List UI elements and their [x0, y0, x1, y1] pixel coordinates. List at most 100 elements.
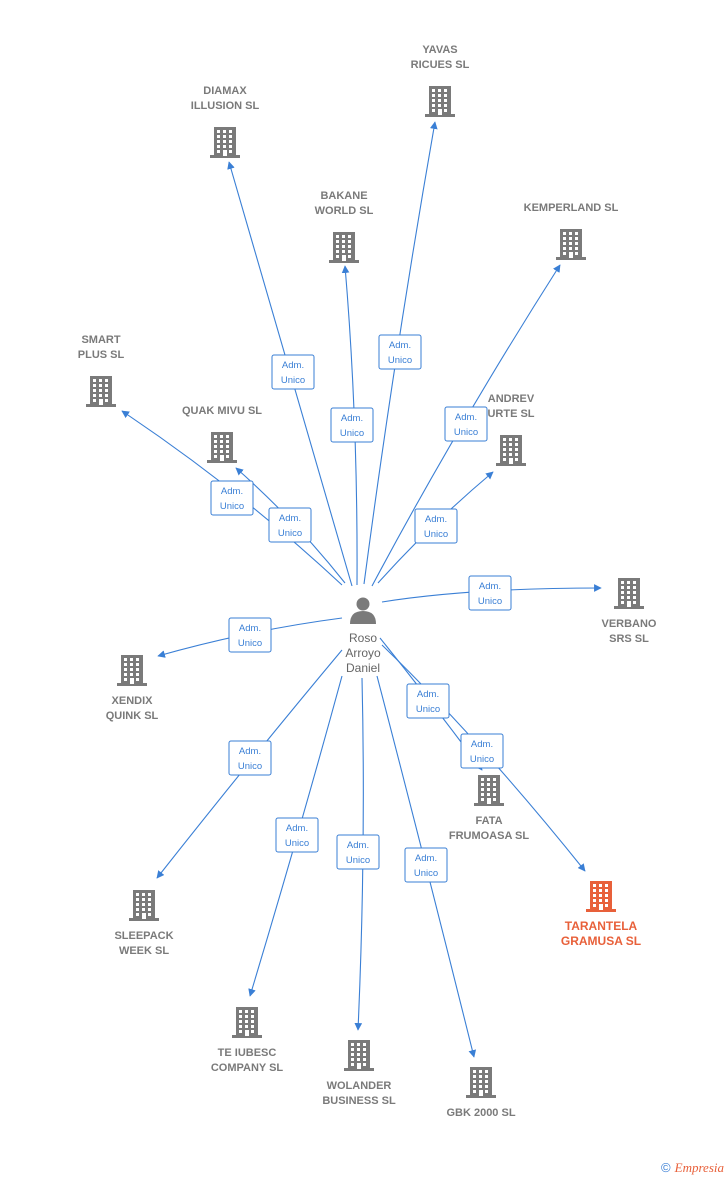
building-icon: [232, 1007, 262, 1038]
person-name-line: Roso: [349, 631, 377, 645]
relation-label-line: Adm.: [479, 581, 501, 592]
relation-label-line: Unico: [478, 596, 502, 607]
relation-badge-sleepack-week[interactable]: Adm. Unico: [228, 740, 272, 776]
building-icon: [207, 432, 237, 463]
relation-label-line: Adm.: [417, 689, 439, 700]
relation-badge-gbk-2000[interactable]: Adm. Unico: [404, 847, 448, 883]
brand-name[interactable]: Empresia: [674, 1160, 724, 1175]
relation-label-line: Adm.: [347, 840, 369, 851]
relation-badge-diamax-illusion[interactable]: Adm. Unico: [271, 354, 315, 390]
relation-label-line: Adm.: [221, 486, 243, 497]
company-label: GBK 2000 SL: [446, 1107, 515, 1119]
company-label: SLEEPACK: [114, 930, 173, 942]
relation-label-line: Adm.: [286, 823, 308, 834]
relation-label-line: Adm.: [239, 623, 261, 634]
company-label: QUINK SL: [106, 710, 159, 722]
relation-label-line: Adm.: [279, 513, 301, 524]
company-label: WORLD SL: [315, 205, 374, 217]
relation-label-line: Unico: [278, 528, 302, 539]
relation-label-line: Unico: [424, 529, 448, 540]
relation-label-line: Unico: [388, 355, 412, 366]
company-label: WOLANDER: [327, 1080, 392, 1092]
relation-badge-quak-mivu[interactable]: Adm. Unico: [268, 507, 312, 543]
relation-badge-yavas-ricues[interactable]: Adm.Unico: [378, 334, 422, 370]
relation-badge-smart-plus[interactable]: Adm.Unico: [210, 480, 254, 516]
relation-badge-andrev-urte[interactable]: Adm. Unico: [414, 508, 458, 544]
company-label: BAKANE: [320, 190, 367, 202]
building-icon: [329, 232, 359, 263]
relation-label-line: Unico: [470, 754, 494, 765]
building-icon: [556, 229, 586, 260]
company-label: FRUMOASA SL: [449, 830, 530, 842]
building-icon: [466, 1067, 496, 1098]
building-icon: [586, 881, 616, 912]
person-name-line: Daniel: [346, 661, 380, 675]
company-label: URTE SL: [487, 408, 534, 420]
relation-label-line: Unico: [238, 638, 262, 649]
company-label: YAVAS: [422, 44, 457, 56]
relation-badge-wolander-business[interactable]: Adm. Unico: [336, 834, 380, 870]
company-label: VERBANO: [601, 618, 656, 630]
company-node-gbk-2000[interactable]: GBK 2000 SL: [446, 1067, 516, 1119]
company-node-quak-mivu[interactable]: QUAK MIVU SL: [182, 405, 262, 463]
relation-label-line: Unico: [414, 868, 438, 879]
relation-label-line: Unico: [416, 704, 440, 715]
company-node-yavas-ricues[interactable]: YAVAS RICUES SL: [411, 44, 470, 117]
relation-label-line: Adm.: [341, 413, 363, 424]
company-node-kemperland[interactable]: KEMPERLAND SL: [524, 202, 619, 260]
relation-badge-kemperland[interactable]: Adm.Unico: [444, 406, 488, 442]
relation-badge-bakane-world[interactable]: Adm.Unico: [330, 407, 374, 443]
company-label: TE IUBESC: [218, 1047, 277, 1059]
company-label: WEEK SL: [119, 945, 169, 957]
relation-badge-xendix-quink[interactable]: Adm. Unico: [228, 617, 272, 653]
relation-label-line: Unico: [285, 838, 309, 849]
company-node-sleepack-week[interactable]: SLEEPACK WEEK SL: [114, 890, 174, 957]
building-icon: [344, 1040, 374, 1071]
company-label: ANDREV: [488, 393, 535, 405]
company-label: TARANTELA: [565, 919, 638, 933]
relation-label-line: Adm.: [415, 853, 437, 864]
company-label: SRS SL: [609, 633, 649, 645]
relation-badge-fata-frumoasa[interactable]: Adm. Unico: [406, 683, 450, 719]
company-label: RICUES SL: [411, 59, 470, 71]
relation-badge-verbano-srs[interactable]: Adm. Unico: [468, 575, 512, 611]
company-node-te-iubesc-company[interactable]: TE IUBESC COMPANY SL: [211, 1007, 284, 1074]
relation-label-line: Adm.: [239, 746, 261, 757]
building-icon: [210, 127, 240, 158]
company-label: BUSINESS SL: [322, 1095, 396, 1107]
relation-label-line: Adm.: [282, 360, 304, 371]
relation-label-line: Adm.: [425, 514, 447, 525]
footer-branding: ©Empresia: [661, 1160, 724, 1176]
company-label: ILLUSION SL: [191, 100, 260, 112]
company-label: DIAMAX: [203, 85, 247, 97]
company-node-diamax-illusion[interactable]: DIAMAX ILLUSION SL: [191, 85, 260, 158]
company-label: GRAMUSA SL: [561, 934, 641, 948]
company-node-bakane-world[interactable]: BAKANE WORLD SL: [315, 190, 374, 263]
company-node-fata-frumoasa[interactable]: FATA FRUMOASA SL: [449, 775, 530, 842]
company-label: FATA: [475, 815, 502, 827]
building-icon: [86, 376, 116, 407]
company-node-verbano-srs[interactable]: VERBANO SRS SL: [601, 578, 657, 645]
person-name-line: Arroyo: [345, 646, 381, 660]
copyright-symbol: ©: [661, 1160, 671, 1175]
company-label: QUAK MIVU SL: [182, 405, 262, 417]
building-icon: [474, 775, 504, 806]
relation-badge-te-iubesc-company[interactable]: Adm. Unico: [275, 817, 319, 853]
building-icon: [614, 578, 644, 609]
relation-badge-tarantela-gramusa[interactable]: Adm. Unico: [460, 733, 504, 769]
company-node-andrev-urte[interactable]: ANDREV URTE SL: [487, 393, 535, 466]
relation-label-line: Unico: [281, 375, 305, 386]
building-icon: [496, 435, 526, 466]
company-node-wolander-business[interactable]: WOLANDER BUSINESS SL: [322, 1040, 396, 1107]
company-label: COMPANY SL: [211, 1062, 284, 1074]
relation-label-line: Adm.: [455, 412, 477, 423]
building-icon: [129, 890, 159, 921]
relation-label-line: Unico: [238, 761, 262, 772]
relation-label-line: Unico: [346, 855, 370, 866]
relation-label-line: Adm.: [471, 739, 493, 750]
